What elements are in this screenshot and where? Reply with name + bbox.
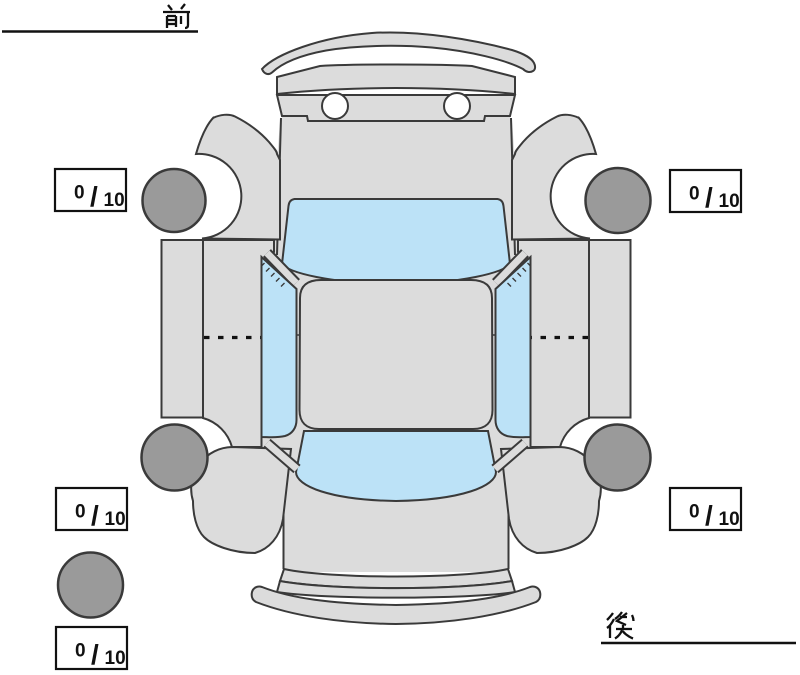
svg-text:10: 10 (104, 190, 125, 211)
svg-text:0: 0 (74, 183, 85, 204)
svg-text:10: 10 (105, 509, 126, 530)
svg-text:/: / (91, 500, 99, 531)
svg-text:/: / (91, 639, 99, 670)
svg-text:0: 0 (689, 502, 700, 523)
svg-text:/: / (705, 182, 713, 213)
svg-text:0: 0 (689, 184, 700, 205)
svg-text:0: 0 (75, 641, 86, 662)
svg-text:10: 10 (105, 648, 126, 669)
svg-text:10: 10 (719, 191, 740, 212)
svg-text:10: 10 (719, 509, 740, 530)
svg-text:/: / (705, 500, 713, 531)
svg-text:0: 0 (75, 502, 86, 523)
svg-text:/: / (90, 181, 98, 212)
